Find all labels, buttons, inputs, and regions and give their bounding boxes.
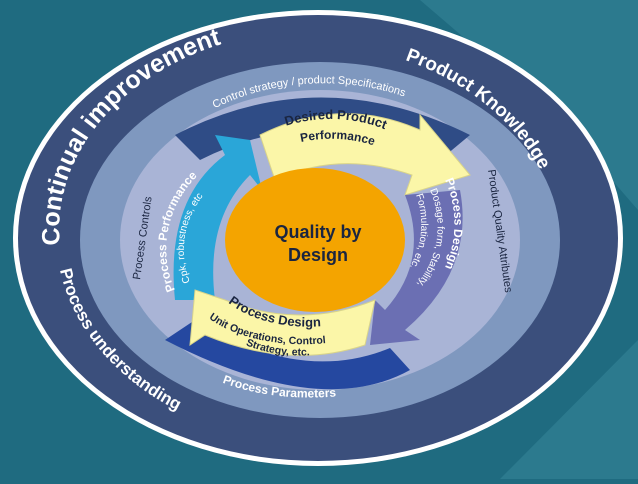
desired-product-arrow xyxy=(259,113,471,196)
process-design-arrow-bottom xyxy=(189,289,376,356)
center-label-line2: Design xyxy=(288,245,348,265)
center-label-line1: Quality by xyxy=(274,222,361,242)
background-shape xyxy=(500,340,638,479)
center-circle xyxy=(225,168,405,312)
process-design-arrow-right xyxy=(370,190,463,345)
background-shape xyxy=(420,0,638,210)
process-performance-arrow xyxy=(173,135,262,300)
